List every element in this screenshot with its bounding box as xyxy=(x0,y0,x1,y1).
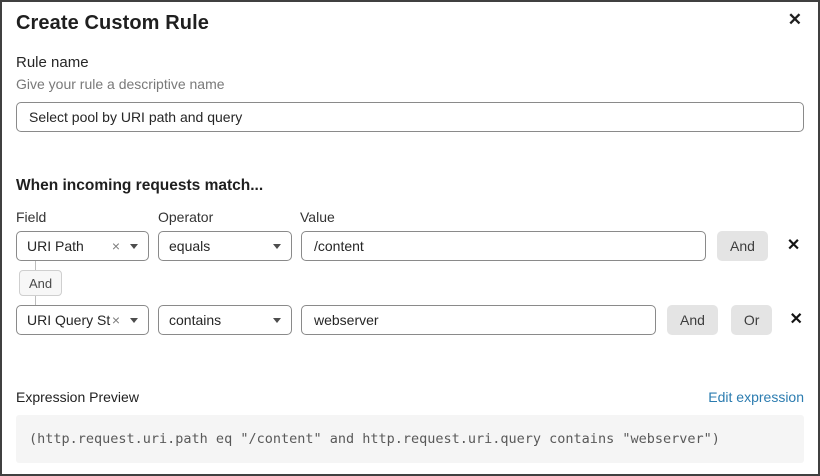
match-section-heading: When incoming requests match... xyxy=(16,177,264,194)
rule-name-input[interactable] xyxy=(16,102,804,132)
field-column-label: Field xyxy=(16,209,47,225)
operator-column-label: Operator xyxy=(158,209,214,225)
expression-code: (http.request.uri.path eq "/content" and… xyxy=(16,415,804,463)
remove-row1-icon[interactable]: ✕ xyxy=(786,237,801,254)
expression-preview-label: Expression Preview xyxy=(16,389,139,405)
edit-expression-link[interactable]: Edit expression xyxy=(708,389,804,405)
field-select-value: URI Query St... xyxy=(27,312,111,328)
value-input-row1[interactable] xyxy=(301,231,706,261)
connector-and-badge: And xyxy=(19,270,63,296)
match-row-2: URI Query St... × contains And Or ✕ xyxy=(16,305,804,335)
remove-row2-icon[interactable]: ✕ xyxy=(789,311,803,328)
field-select-row2[interactable]: URI Query St... × xyxy=(16,305,149,335)
operator-select-row2[interactable]: contains xyxy=(158,305,292,335)
and-button-row1[interactable]: And xyxy=(717,231,768,261)
value-column-label: Value xyxy=(300,209,335,225)
field-select-value: URI Path xyxy=(27,238,84,254)
or-button-row2[interactable]: Or xyxy=(730,305,773,335)
match-row-1: URI Path × equals And ✕ xyxy=(16,231,804,261)
operator-select-value: contains xyxy=(169,312,222,328)
operator-select-value: equals xyxy=(169,238,211,254)
field-select-row1[interactable]: URI Path × xyxy=(16,231,149,261)
close-icon[interactable]: ✕ xyxy=(784,9,806,30)
expression-preview-header: Expression Preview Edit expression xyxy=(16,389,804,405)
and-button-row2[interactable]: And xyxy=(667,305,718,335)
operator-select-row1[interactable]: equals xyxy=(158,231,292,261)
rule-name-hint: Give your rule a descriptive name xyxy=(16,76,225,92)
chevron-down-icon xyxy=(130,317,138,323)
dialog-title: Create Custom Rule xyxy=(16,12,209,34)
chevron-down-icon xyxy=(273,317,281,323)
clear-field-icon[interactable]: × xyxy=(111,312,120,328)
chevron-down-icon xyxy=(273,243,281,249)
value-input-row2[interactable] xyxy=(301,305,656,335)
row-connector: And xyxy=(16,261,804,305)
rule-name-label: Rule name xyxy=(16,54,89,71)
clear-field-icon[interactable]: × xyxy=(111,238,120,254)
chevron-down-icon xyxy=(130,243,138,249)
match-column-headers: Field Operator Value xyxy=(16,209,804,225)
